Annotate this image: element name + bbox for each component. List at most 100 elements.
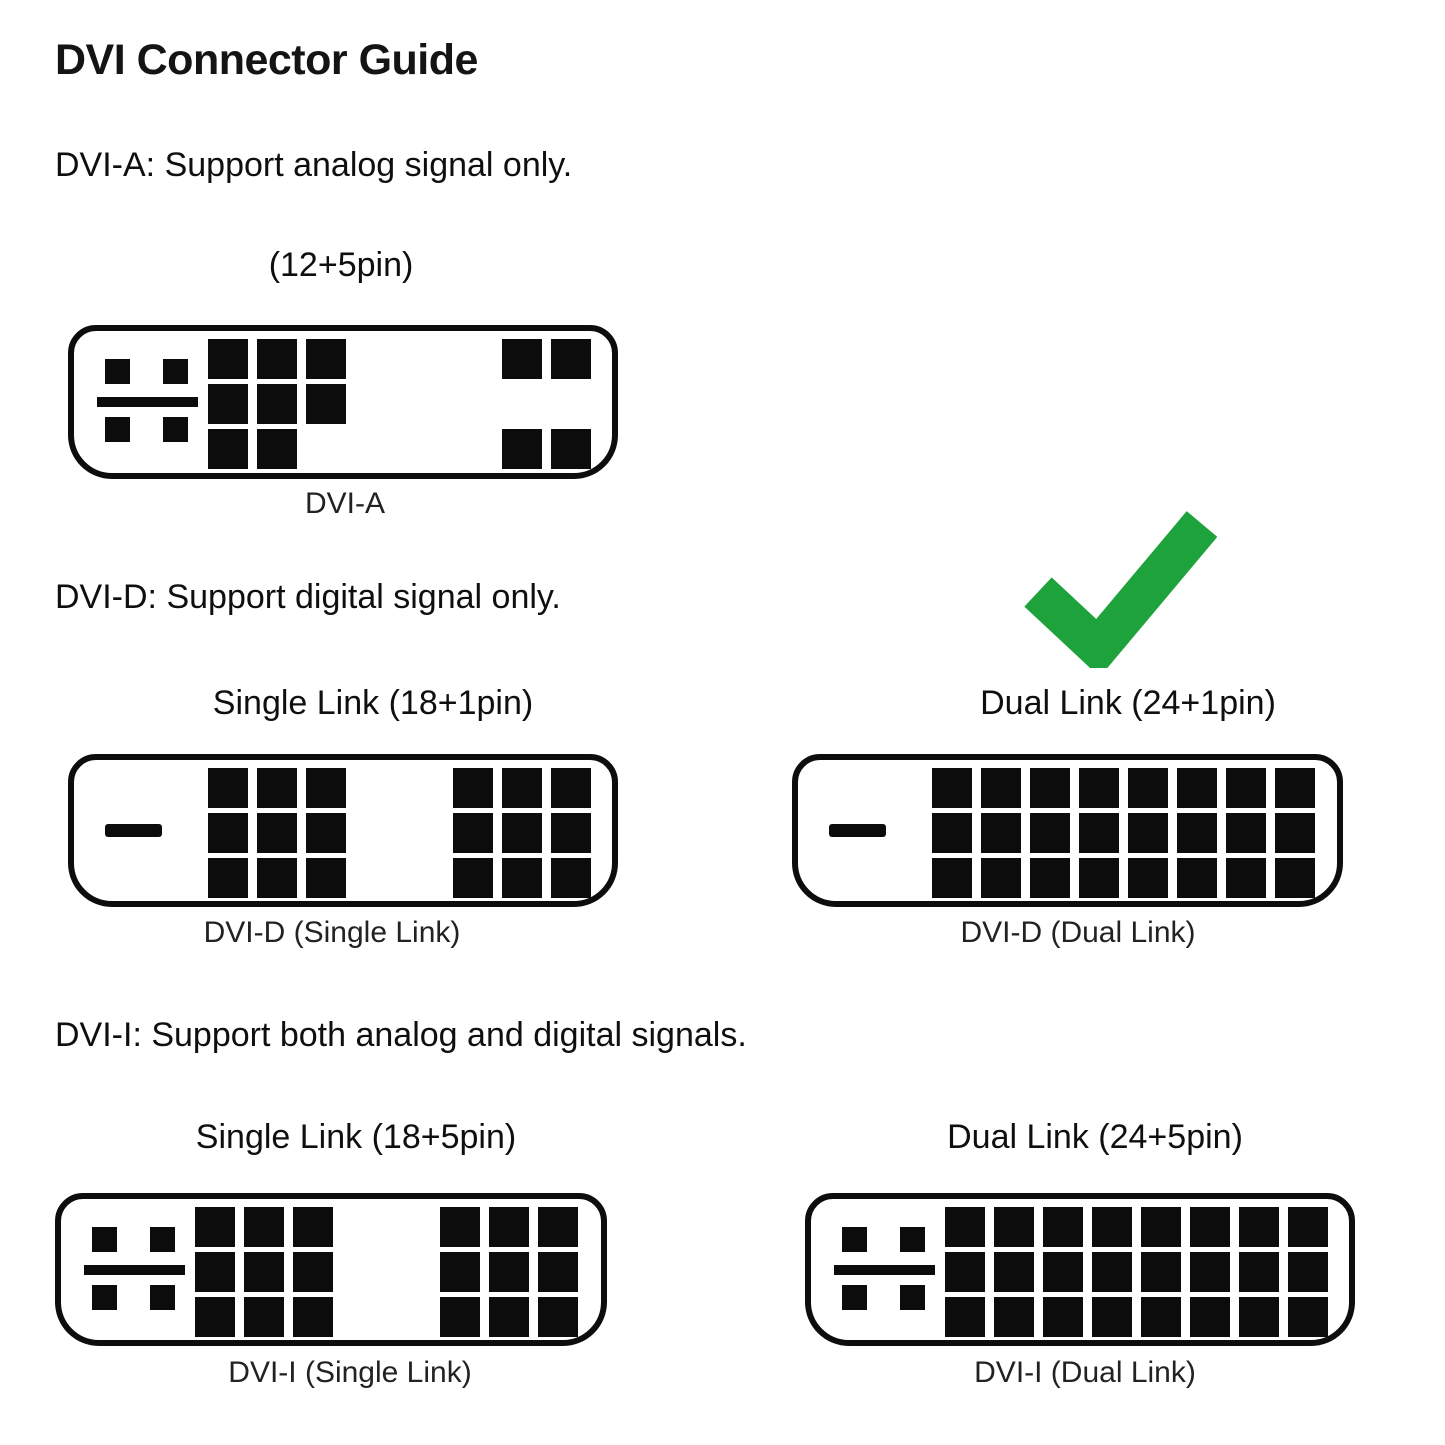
pin — [257, 858, 297, 898]
dvi-i-single-link-connector-diagram — [55, 1193, 607, 1346]
analog-pin — [105, 359, 130, 384]
pin — [244, 1252, 284, 1292]
pin — [1030, 768, 1070, 808]
pin — [538, 1297, 578, 1337]
pin — [1239, 1252, 1279, 1292]
pin — [244, 1297, 284, 1337]
connector-label-dvi-i-single: DVI-I (Single Link) — [228, 1356, 472, 1389]
pin — [502, 813, 542, 853]
pin — [932, 858, 972, 898]
flat-blade-pin — [829, 824, 886, 837]
pin — [945, 1252, 985, 1292]
pin — [1043, 1252, 1083, 1292]
pin — [1128, 768, 1168, 808]
pin — [945, 1297, 985, 1337]
analog-pin — [150, 1285, 175, 1310]
pin — [244, 1207, 284, 1247]
section-description-dvi-i: DVI-I: Support both analog and digital s… — [55, 1016, 747, 1054]
pin — [257, 429, 297, 469]
pin — [208, 429, 248, 469]
analog-pin — [163, 417, 188, 442]
analog-blade-pin — [84, 1265, 185, 1275]
connector-subtitle-dvi-d-single: Single Link (18+1pin) — [212, 684, 534, 722]
pin — [440, 1207, 480, 1247]
pin-grid — [208, 768, 591, 898]
pin — [1141, 1297, 1181, 1337]
connector-subtitle-dvi-d-dual: Dual Link (24+1pin) — [980, 684, 1276, 722]
pin — [1239, 1207, 1279, 1247]
pin — [440, 1252, 480, 1292]
analog-pin — [92, 1285, 117, 1310]
analog-pin — [105, 417, 130, 442]
connector-label-dvi-d-single: DVI-D (Single Link) — [203, 916, 461, 949]
section-description-dvi-d: DVI-D: Support digital signal only. — [55, 578, 561, 616]
pin — [257, 339, 297, 379]
pin — [489, 1207, 529, 1247]
pin — [1092, 1252, 1132, 1292]
pin — [1226, 858, 1266, 898]
pin — [257, 813, 297, 853]
pin — [1043, 1297, 1083, 1337]
connector-subtitle-dvi-a: (12+5pin) — [268, 246, 414, 284]
pin — [306, 384, 346, 424]
dvi-d-dual-link-connector-diagram — [792, 754, 1343, 907]
pin — [489, 1297, 529, 1337]
pin — [1288, 1297, 1328, 1337]
connector-subtitle-dvi-i-single: Single Link (18+5pin) — [195, 1118, 517, 1156]
pin — [1043, 1207, 1083, 1247]
connector-label-dvi-d-dual: DVI-D (Dual Link) — [960, 916, 1196, 949]
pin — [981, 858, 1021, 898]
pin — [994, 1297, 1034, 1337]
pin — [1079, 768, 1119, 808]
pin — [306, 858, 346, 898]
pin — [1275, 768, 1315, 808]
analog-pin — [163, 359, 188, 384]
pin — [932, 768, 972, 808]
pin — [1239, 1297, 1279, 1337]
pin — [1092, 1207, 1132, 1247]
pin — [257, 768, 297, 808]
pin — [453, 768, 493, 808]
pin — [502, 768, 542, 808]
pin — [1141, 1207, 1181, 1247]
pin — [306, 768, 346, 808]
pin — [1226, 813, 1266, 853]
pin — [195, 1297, 235, 1337]
pin — [502, 339, 542, 379]
pin — [1288, 1207, 1328, 1247]
pin — [1177, 768, 1217, 808]
pin — [1092, 1297, 1132, 1337]
dvi-a-connector-diagram — [68, 325, 618, 479]
pin — [489, 1252, 529, 1292]
pin — [994, 1207, 1034, 1247]
pin — [1079, 813, 1119, 853]
pin-grid — [932, 768, 1315, 898]
checkmark-icon — [1024, 511, 1217, 668]
pin — [981, 813, 1021, 853]
connector-label-dvi-a: DVI-A — [304, 487, 386, 520]
pin — [208, 384, 248, 424]
pin — [1079, 858, 1119, 898]
pin — [502, 858, 542, 898]
analog-pin-cluster — [811, 1199, 945, 1340]
pin — [1141, 1252, 1181, 1292]
pin — [1275, 813, 1315, 853]
analog-pin — [150, 1227, 175, 1252]
pin — [208, 339, 248, 379]
pin — [945, 1207, 985, 1247]
pin — [551, 813, 591, 853]
analog-pin-cluster — [61, 1199, 195, 1340]
pin — [1190, 1207, 1230, 1247]
pin — [440, 1297, 480, 1337]
pin — [293, 1252, 333, 1292]
section-description-dvi-a: DVI-A: Support analog signal only. — [55, 146, 573, 184]
pin — [306, 813, 346, 853]
pin — [257, 384, 297, 424]
pin — [1275, 858, 1315, 898]
pin — [551, 339, 591, 379]
pin — [293, 1297, 333, 1337]
pin — [1128, 813, 1168, 853]
pin — [453, 813, 493, 853]
pin — [1177, 858, 1217, 898]
